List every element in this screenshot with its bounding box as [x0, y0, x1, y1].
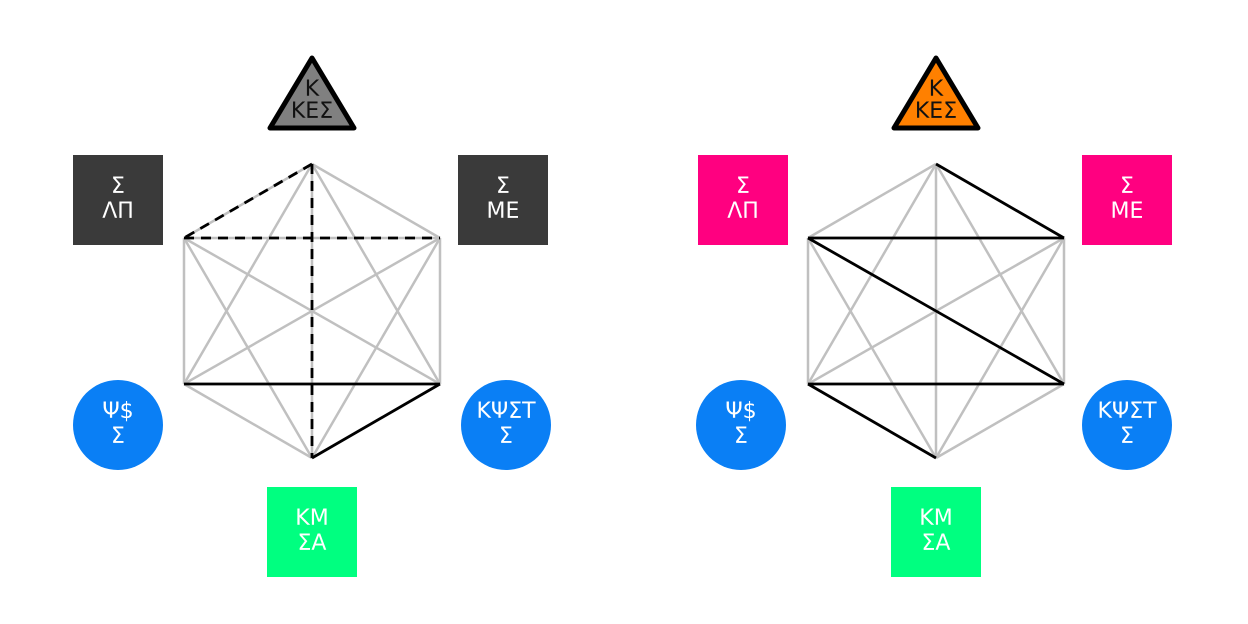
gray-edge-lower_right-bottom	[935, 382, 1065, 460]
node-circle-shape	[73, 380, 163, 470]
node-label-line: Σ	[736, 174, 750, 199]
gray-edge-lower_left-bottom	[183, 382, 313, 460]
node-circle-shape	[1082, 380, 1172, 470]
black-edge-upper_left-lower_right	[807, 236, 1065, 386]
node-label-line: ΜΕ	[1111, 199, 1144, 224]
node-square-shape	[891, 487, 981, 577]
black-edge-top-upper_right	[935, 162, 1065, 240]
node-square-shape	[267, 487, 357, 577]
node-label-line: Σ	[496, 174, 510, 199]
node-label-line: Σ	[1120, 174, 1134, 199]
node-label-line: Σ	[499, 424, 513, 449]
node-label-line: ΚΜ	[919, 506, 952, 531]
gray-edge-top-upper_right	[311, 162, 441, 240]
node-label-line: ΣΑ	[922, 531, 951, 556]
node-label-line: ΛΠ	[727, 199, 759, 224]
node-upper_left: ΣΛΠ	[73, 155, 163, 245]
node-label-line: ΚΕΣ	[915, 99, 957, 124]
node-label-line: ΣΑ	[298, 531, 327, 556]
node-square-shape	[1082, 155, 1172, 245]
node-label-line: ΚΜ	[295, 506, 328, 531]
node-label-line: ΚΨΣΤ	[1097, 399, 1157, 424]
node-label-line: Σ	[111, 424, 125, 449]
node-label-line: ΛΠ	[102, 199, 134, 224]
node-label-line: Σ	[111, 174, 125, 199]
node-label-line: Ψ$	[102, 399, 133, 424]
node-upper_right: ΣΜΕ	[458, 155, 548, 245]
node-circle-shape	[696, 380, 786, 470]
gray-edge-upper_right-lower_left	[183, 236, 441, 386]
node-label-line: ΚΨΣΤ	[476, 399, 536, 424]
complete-graph-edges	[182, 162, 442, 460]
node-upper_right: ΣΜΕ	[1082, 155, 1172, 245]
node-label-line: Σ	[734, 424, 748, 449]
node-lower_left: Ψ$Σ	[696, 380, 786, 470]
black-edge-lower_left-bottom	[807, 382, 937, 460]
node-label-line: Κ	[305, 77, 320, 102]
node-upper_left: ΣΛΠ	[698, 155, 788, 245]
highlighted-edges	[807, 162, 1065, 460]
node-label-line: Σ	[1120, 424, 1134, 449]
node-square-shape	[458, 155, 548, 245]
node-label-line: Κ	[929, 77, 944, 102]
node-circle-shape	[461, 380, 551, 470]
node-label-line: ΜΕ	[487, 199, 520, 224]
black-edge-top-upper_left	[183, 162, 313, 240]
node-square-shape	[73, 155, 163, 245]
node-label-line: ΚΕΣ	[291, 99, 333, 124]
highlighted-edges	[183, 162, 441, 460]
node-triangle-shape	[267, 55, 357, 131]
gray-edge-upper_right-bottom	[310, 237, 442, 459]
node-lower_left: Ψ$Σ	[73, 380, 163, 470]
black-edge-bottom-lower_right	[311, 382, 441, 460]
node-triangle-shape	[891, 55, 981, 131]
node-square-shape	[698, 155, 788, 245]
node-label-line: Ψ$	[725, 399, 756, 424]
gray-edge-top-upper_left	[807, 162, 937, 240]
